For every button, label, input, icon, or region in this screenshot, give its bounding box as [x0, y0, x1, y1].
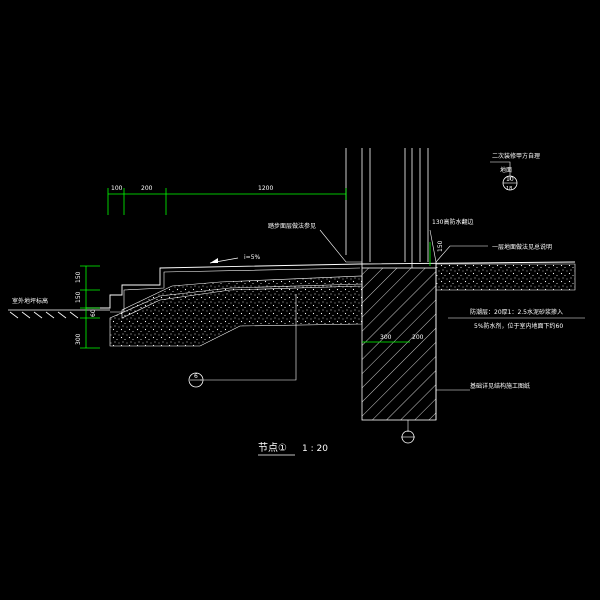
left-dimension-labels: 150 150 60 300	[75, 271, 97, 345]
label-slope: i=5%	[244, 254, 261, 261]
circle-top-sub-text: 18	[506, 186, 512, 192]
label-stair-note: 踏步面层做法参见	[268, 222, 316, 230]
annotation-labels: 室外地坪标高 i=5% 踏步面层做法参见 130高防水翻边 一层地面做法见总说明…	[12, 152, 563, 390]
dim-left-4: 300	[75, 333, 82, 345]
circle-left-text: 6	[194, 373, 198, 380]
dim-left-3: 60	[90, 309, 97, 317]
label-first-floor: 一层地面做法见总说明	[492, 243, 552, 251]
ground-line	[8, 309, 110, 319]
wall-lines	[345, 148, 437, 420]
label-detail-ref: 地面	[500, 166, 512, 174]
dim-right-vertical: 150	[437, 240, 444, 252]
drawing-scale: 1 : 20	[302, 444, 328, 454]
foundation-hatch	[361, 267, 437, 421]
dim-top-3: 1200	[258, 185, 273, 192]
top-dimension-labels: 100 200 1200	[111, 185, 273, 192]
circle-top-text: 10	[506, 176, 514, 183]
step-outline	[86, 261, 576, 309]
dim-bottom-1: 300	[380, 334, 392, 341]
interior-floor-gravel	[435, 263, 576, 291]
drawing-title: 节点①	[258, 442, 287, 454]
slope-arrow	[209, 257, 239, 264]
bottom-dimension-labels: 300 200	[380, 334, 424, 341]
label-waterproof-note2: 5%防水剂，位于室内地面下约60	[474, 322, 563, 330]
gravel-bed	[109, 283, 363, 347]
label-lower-left: 室外地坪标高	[12, 297, 48, 305]
label-second-finish: 二次装修甲方自理	[492, 152, 540, 160]
label-waterproof-note: 防潮层：20厚1：2.5水泥砂浆掺入	[470, 308, 563, 316]
dim-left-1: 150	[75, 271, 82, 283]
dimension-lines	[80, 188, 431, 349]
step-finish	[110, 267, 361, 313]
dim-top-2: 200	[141, 185, 153, 192]
dim-left-2: 150	[75, 291, 82, 303]
dim-top-1: 100	[111, 185, 123, 192]
label-waterproof-130: 130高防水翻边	[432, 218, 473, 226]
dim-bottom-2: 200	[412, 334, 424, 341]
label-foundation: 基础详见结构施工图纸	[470, 382, 530, 390]
gravel-slope	[121, 275, 363, 319]
leader-lines	[200, 161, 585, 432]
